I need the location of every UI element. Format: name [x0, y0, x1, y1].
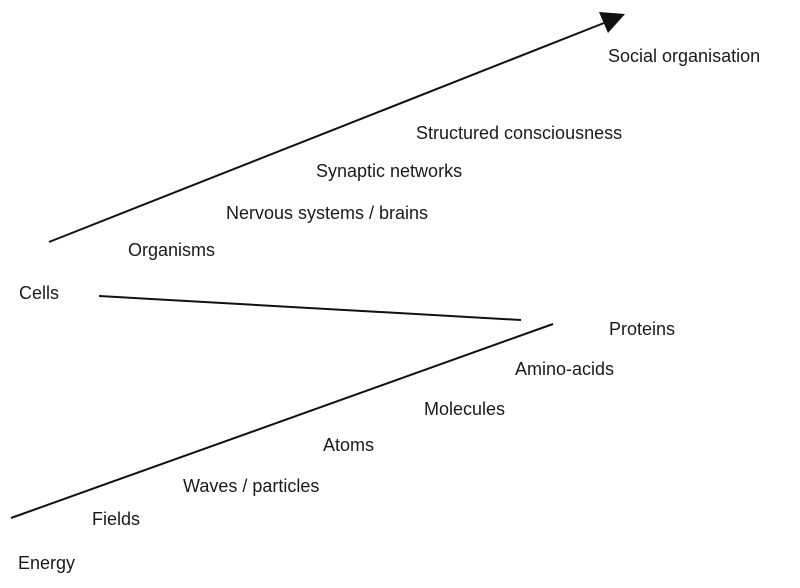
arrowhead-icon: [599, 12, 625, 33]
label-proteins: Proteins: [609, 319, 676, 339]
upper-rising-line: [48, 22, 605, 243]
label-synaptic-networks: Synaptic networks: [316, 161, 463, 181]
label-fields: Fields: [92, 509, 141, 529]
label-energy: Energy: [18, 553, 76, 573]
label-structured-consciousness: Structured consciousness: [416, 123, 623, 143]
lower-rising-line: [10, 323, 554, 519]
label-molecules: Molecules: [424, 399, 506, 419]
label-organisms: Organisms: [128, 240, 216, 260]
connector-line: [98, 295, 522, 321]
label-nervous-systems-brains: Nervous systems / brains: [226, 203, 429, 223]
label-atoms: Atoms: [323, 435, 375, 455]
label-social-organisation: Social organisation: [608, 46, 761, 66]
label-amino-acids: Amino-acids: [515, 359, 615, 379]
label-waves-particles: Waves / particles: [183, 476, 320, 496]
label-cells: Cells: [19, 283, 60, 303]
